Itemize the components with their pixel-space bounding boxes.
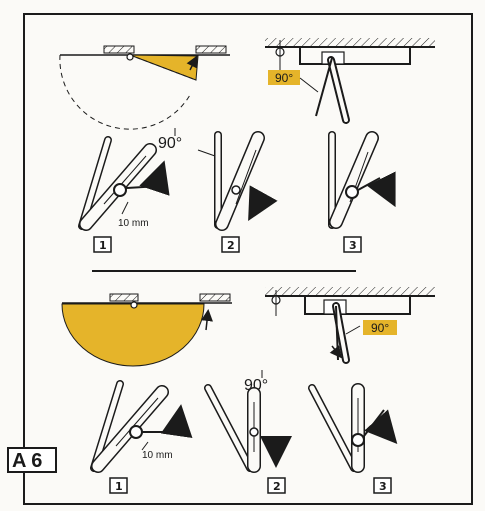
upper-angle-badge	[268, 70, 300, 85]
upper-step-3-box	[343, 236, 362, 253]
upper-step-1-box	[93, 236, 112, 253]
upper-lid-view	[59, 45, 230, 130]
upper-dimension-label: 10 mm	[118, 218, 149, 229]
upper-angle-label: 90°	[275, 71, 293, 85]
lower-step-2-box	[267, 477, 286, 494]
outer-frame	[23, 13, 473, 505]
upper-step-3-label: 3	[349, 239, 357, 252]
upper-step-2-label: 2	[227, 239, 235, 252]
lower-step-1-label: 1	[115, 480, 123, 493]
lower-lid-view	[61, 293, 232, 367]
upper-step-3: 3	[328, 131, 396, 253]
lower-step-3: 3	[308, 383, 398, 494]
lower-step-2: 90° 2	[204, 370, 292, 494]
upper-step-1: 10 mm 1	[78, 136, 170, 253]
lower-step-1: 10 mm 1	[90, 380, 193, 494]
section-label: A 6	[12, 450, 42, 472]
lower-dimension-label: 10 mm	[142, 450, 173, 461]
upper-mount-view: 90°	[265, 38, 435, 124]
upper-step-2: 90° 2	[158, 128, 278, 253]
lower-step-3-label: 3	[379, 480, 387, 493]
upper-step-1-label: 1	[99, 239, 107, 252]
lower-angle-label: 90°	[371, 321, 389, 335]
lower-step-3-box	[373, 477, 392, 494]
section-label-box: A 6	[7, 447, 57, 473]
lower-mount-view: 90°	[265, 287, 435, 364]
upper-step-2-box	[221, 236, 240, 253]
lower-step-1-box	[109, 477, 128, 494]
upper-middle-angle-label: 90°	[158, 135, 182, 152]
lower-angle-badge	[363, 320, 397, 335]
lower-step-2-label: 2	[273, 480, 281, 493]
